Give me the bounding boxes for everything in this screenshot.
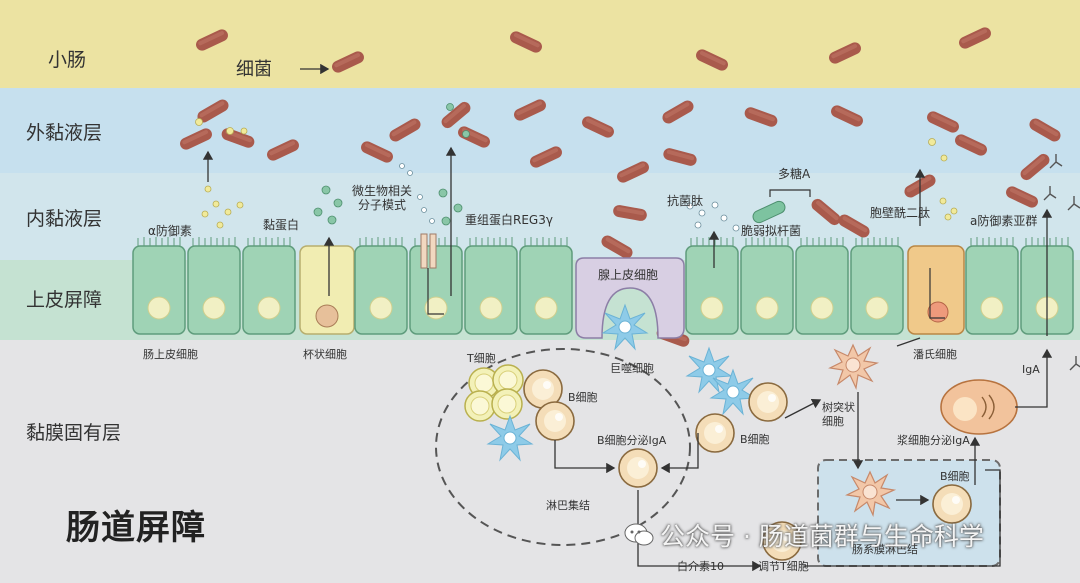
label-b-cell-secrete-iga: B细胞分泌IgA — [597, 432, 666, 448]
label-muramyl-dipeptide: 胞壁酰二肽 — [870, 204, 930, 221]
label-plasma-cell-iga: 浆细胞分泌IgA — [897, 432, 970, 448]
label-bacteroides: 脆弱拟杆菌 — [741, 222, 801, 239]
label-mamp: 微生物相关 分子模式 — [352, 184, 412, 212]
epithelium-row — [133, 237, 1073, 338]
label-goblet-cell: 杯状细胞 — [303, 346, 347, 362]
label-enterocyte: 肠上皮细胞 — [143, 346, 198, 362]
label-antimicrobial-peptide: 抗菌肽 — [667, 192, 703, 209]
label-paneth-cell: 潘氏细胞 — [913, 346, 957, 362]
label-dendritic-cell: 树突状 细胞 — [822, 401, 855, 429]
wechat-icon — [624, 522, 654, 548]
label-treg: 调节T细胞 — [758, 558, 809, 574]
label-t-cell: T细胞 — [467, 350, 496, 366]
layer-label-outer-mucus: 外黏液层 — [26, 118, 102, 145]
layer-label-small-intestine: 小肠 — [48, 45, 86, 72]
label-b-cell-3: B细胞 — [940, 468, 970, 484]
label-b-cell-2: B细胞 — [740, 431, 770, 447]
label-follicle-epithelium: 腺上皮细胞 — [598, 266, 658, 283]
label-iga: IgA — [1022, 363, 1040, 376]
label-reg3: 重组蛋白REG3γ — [465, 211, 553, 228]
label-alpha-defensin-group: a防御素亚群 — [970, 212, 1037, 229]
layer-label-epithelial-barrier: 上皮屏障 — [26, 285, 102, 312]
label-il10: 白介素10 — [677, 558, 724, 574]
label-b-cell-1: B细胞 — [568, 389, 598, 405]
diagram-title: 肠道屏障 — [66, 500, 206, 549]
layer-label-inner-mucus: 内黏液层 — [26, 204, 102, 231]
label-mucin: 黏蛋白 — [263, 216, 299, 233]
watermark: 公众号 · 肠道菌群与生命科学 — [660, 517, 984, 553]
layer-label-lamina-propria: 黏膜固有层 — [26, 418, 121, 445]
label-polysaccharide-a: 多糖A — [778, 165, 810, 182]
label-macrophage: 巨噬细胞 — [610, 360, 654, 376]
label-lymph-node: 淋巴集结 — [546, 497, 590, 513]
label-alpha-defensin: α防御素 — [148, 222, 192, 239]
label-bacteria: 细菌 — [236, 55, 272, 81]
